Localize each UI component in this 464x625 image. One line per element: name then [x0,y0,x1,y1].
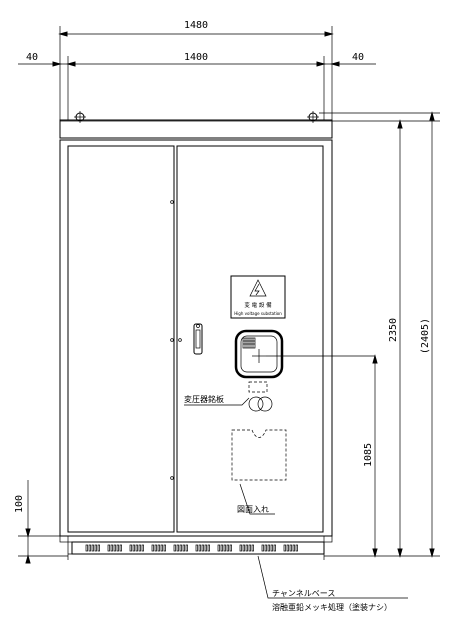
vent-slot [292,544,295,552]
lifting-bolt-left-icon [74,111,86,123]
vent-slot [157,544,160,552]
vent-slot [267,544,270,552]
channel-base-label: チャンネルベース [272,589,335,598]
base-height-label: 100 [14,495,25,513]
vent-slot [94,544,97,552]
vent-slot [239,544,242,552]
vent-slot [229,544,232,552]
right-door [176,145,324,533]
vent-slot [129,544,132,552]
vent-slot [223,544,226,552]
vent-slot [88,544,91,552]
channel-base-vents [85,544,298,552]
height-dimensions: (2405) 2350 1085 [324,111,440,558]
vent-slot [295,544,298,552]
base-callout: チャンネルベース 溶融亜鉛メッキ処理（塗装ナシ） [257,555,408,612]
vent-slot [195,544,198,552]
vent-slot [226,544,229,552]
vent-slot [289,544,292,552]
high-voltage-sign: 変 電 設 備 High voltage substation [230,275,286,319]
vent-slot [286,544,289,552]
sign-title: 変 電 設 備 [244,301,272,309]
vent-slot [204,544,207,552]
vent-slot [132,544,135,552]
transformer-nameplate: 変圧器銘板 [184,381,273,412]
overall-width-dimension: 1480 [58,20,334,40]
vent-slot [91,544,94,552]
door-handle-icon [193,323,203,355]
vent-slot [220,544,223,552]
transformer-symbol-icon [248,396,273,412]
vent-slot [176,544,179,552]
vent-slot [270,544,273,552]
base-finish-label: 溶融亜鉛メッキ処理（塗装ナシ） [272,602,392,612]
vent-slot [116,544,119,552]
vent-slot [264,544,267,552]
vent-slot [113,544,116,552]
vent-slot [141,544,144,552]
left-door [67,145,175,533]
vent-slot [110,544,113,552]
vent-slot [179,544,182,552]
vent-slot [151,544,154,552]
vent-slot [135,544,138,552]
vent-slot [251,544,254,552]
vent-slot [182,544,185,552]
vent-slot [245,544,248,552]
vent-slot [217,544,220,552]
right-margin-label: 40 [352,52,364,63]
vent-slot [160,544,163,552]
meter-grille-icon [242,337,256,349]
vent-slot [207,544,210,552]
total-height-label: (2405) [420,318,431,354]
body-height-label: 2350 [388,318,399,342]
vent-slot [185,544,188,552]
vent-slot [138,544,141,552]
vent-slot [163,544,166,552]
vent-slot [242,544,245,552]
left-margin-label: 40 [26,52,38,63]
vent-slot [119,544,122,552]
drawing-pocket: 図面入れ [231,429,287,515]
sign-subtitle: High voltage substation [234,311,282,316]
base-height-dimension: 100 [14,480,68,564]
vent-slot [154,544,157,552]
vent-slot [261,544,264,552]
vent-slot [198,544,201,552]
drawing-pocket-label: 図面入れ [237,505,269,514]
inner-width-dimension: 1400 40 40 [18,40,376,120]
lifting-bolt-right-icon [307,111,319,123]
nameplate-label: 変圧器銘板 [184,394,224,404]
inspection-window [234,329,375,379]
vent-slot [107,544,110,552]
window-height-label: 1085 [363,443,374,467]
vent-slot [97,544,100,552]
vent-slot [201,544,204,552]
channel-base [59,535,333,560]
vent-slot [85,544,88,552]
vent-slot [273,544,276,552]
inner-width-label: 1400 [184,52,208,63]
overall-width-label: 1480 [184,20,208,31]
vent-slot [283,544,286,552]
vent-slot [173,544,176,552]
vent-slot [248,544,251,552]
roof-plate [59,111,440,139]
